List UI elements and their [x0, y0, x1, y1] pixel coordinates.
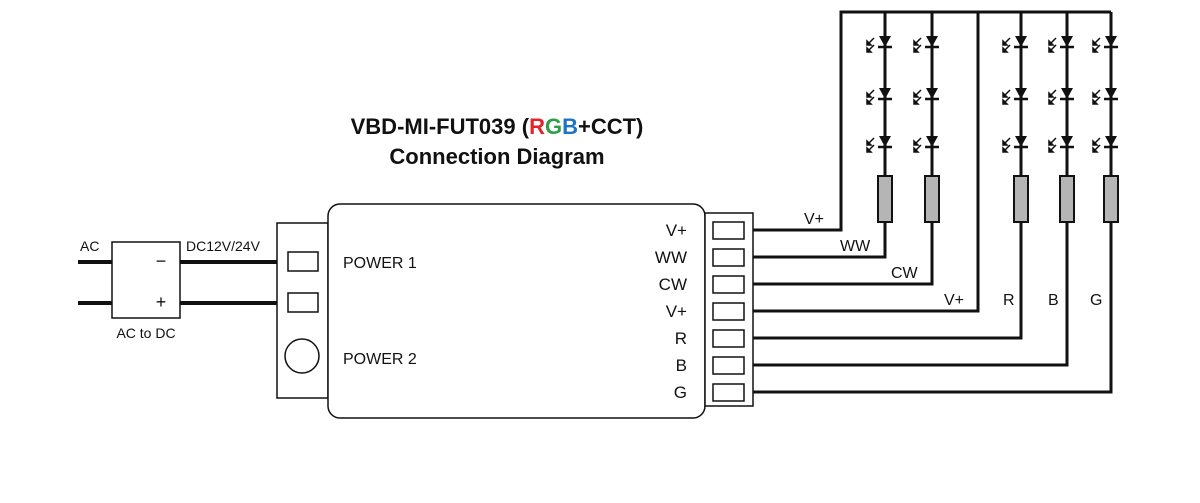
led-string-b [1047, 12, 1076, 223]
power-terminal-2 [287, 292, 319, 313]
ac-input-wires [78, 260, 112, 305]
power-2-label: POWER 2 [343, 351, 417, 368]
led-icon [1047, 78, 1076, 110]
title-suffix: +CCT) [578, 114, 643, 139]
terminal-label-ww: WW [655, 248, 687, 267]
wire-r [753, 222, 1023, 340]
output-wires [753, 10, 1113, 394]
output-terminal-v1 [712, 221, 745, 240]
converter-caption: AC to DC [116, 325, 175, 341]
led-icon [912, 78, 941, 110]
wire-label-r: R [1003, 292, 1015, 309]
output-terminal-v2 [712, 302, 745, 321]
led-icon [1001, 126, 1030, 158]
wire-cw [753, 222, 934, 286]
dc-label: DC12V/24V [186, 238, 261, 254]
output-terminal-ww [712, 248, 745, 267]
converter-minus: − [156, 251, 167, 271]
title-b: B [562, 114, 578, 139]
title-r: R [529, 114, 545, 139]
output-terminal-r [712, 329, 745, 348]
title-line-1: VBD-MI-FUT039 (RGB+CCT) [351, 114, 644, 139]
output-terminal-b [712, 356, 745, 375]
title-g: G [545, 114, 562, 139]
ac-label: AC [80, 238, 99, 254]
led-icon [1091, 26, 1120, 58]
led-icon [1047, 126, 1076, 158]
wire-b [753, 222, 1069, 367]
led-string-r [1001, 12, 1030, 223]
wire-v2 [753, 10, 1111, 313]
led-string-ww [865, 12, 894, 223]
terminal-label-v1: V+ [666, 221, 687, 240]
terminal-label-cw: CW [659, 275, 687, 294]
resistor [1103, 175, 1119, 223]
resistor [877, 175, 893, 223]
wire-label-b: B [1048, 292, 1059, 309]
converter-plus: + [156, 292, 167, 312]
resistor [1059, 175, 1075, 223]
dc-output-wires [180, 260, 288, 305]
led-icon [1001, 78, 1030, 110]
led-icon [912, 26, 941, 58]
terminal-label-r: R [675, 329, 687, 348]
led-string-g [1091, 12, 1120, 223]
terminal-label-b: B [676, 356, 687, 375]
ac-dc-converter [111, 241, 181, 319]
wire-label-v2: V+ [944, 292, 964, 309]
output-terminal-cw [712, 275, 745, 294]
led-icon [1091, 126, 1120, 158]
resistor [924, 175, 940, 223]
wire-label-cw: CW [891, 265, 919, 282]
led-icon [1091, 78, 1120, 110]
controller-body [327, 203, 706, 419]
led-icon [865, 126, 894, 158]
wire-label-g: G [1090, 292, 1102, 309]
title-prefix: VBD-MI-FUT039 ( [351, 114, 530, 139]
led-icon [1001, 26, 1030, 58]
output-terminals [712, 221, 745, 402]
terminal-label-g: G [674, 383, 687, 402]
wire-label-v1: V+ [804, 211, 824, 228]
output-terminal-g [712, 383, 745, 402]
wire-label-ww: WW [840, 238, 871, 255]
wire-g [753, 222, 1113, 394]
led-icon [1047, 26, 1076, 58]
title-line-2: Connection Diagram [389, 144, 604, 169]
led-icon [912, 126, 941, 158]
led-icon [865, 78, 894, 110]
power-terminal-1 [287, 251, 319, 272]
power-2-jack [284, 338, 320, 374]
led-icon [865, 26, 894, 58]
power-1-label: POWER 1 [343, 255, 417, 272]
resistor [1013, 175, 1029, 223]
led-string-cw [912, 12, 941, 223]
wire-ww [753, 222, 887, 259]
wire-v1 [753, 10, 978, 232]
terminal-label-v2: V+ [666, 302, 687, 321]
